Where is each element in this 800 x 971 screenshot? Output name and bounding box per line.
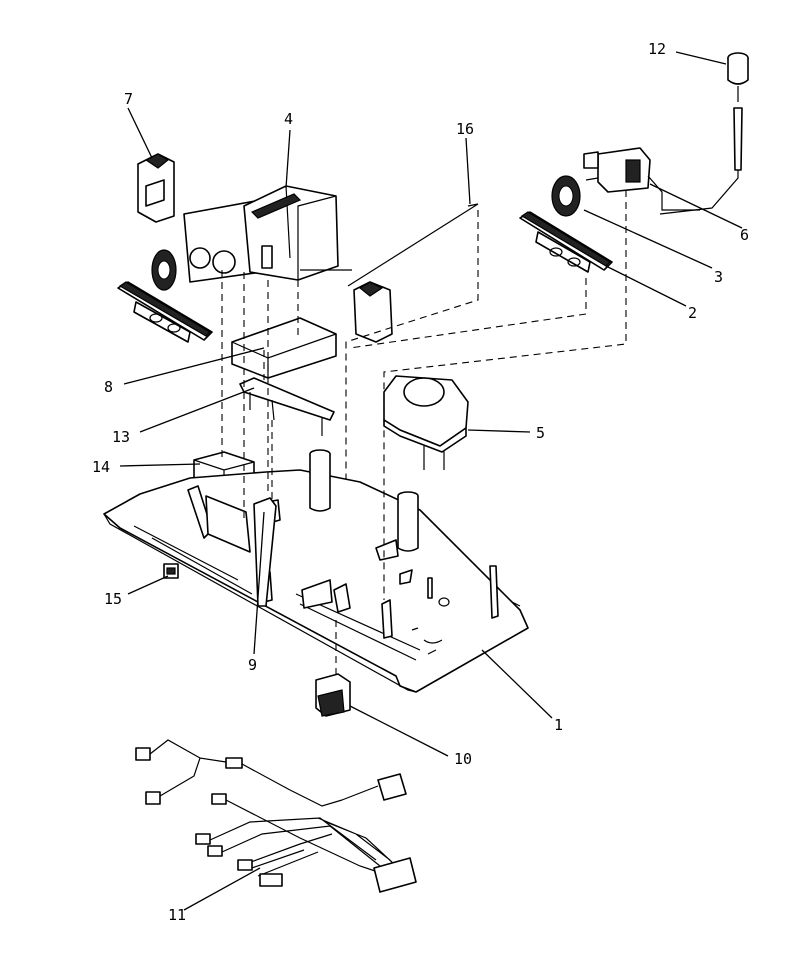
leader-14 [119,463,201,467]
leader-6 [649,183,743,229]
bracket-middle [353,281,393,343]
callout-7: 7 [124,90,133,108]
leader-4 [285,129,291,189]
callout-3: 3 [714,268,723,286]
callout-2: 2 [688,304,697,322]
rack-left [117,281,213,343]
leader-8 [123,347,265,385]
callout-1: 1 [554,716,563,734]
leader-5 [467,429,531,433]
part-6-thermostat [583,147,700,211]
leader-2 [605,265,687,307]
part-12-cap [659,52,749,215]
callout-10: 10 [454,750,472,768]
callout-9: 9 [248,656,257,674]
leader-7 [127,107,153,159]
part-13-cover [239,377,335,436]
callout-12: 12 [648,40,666,58]
part-5-damper [383,375,469,470]
leader-lines [119,51,743,911]
callout-4: 4 [284,110,293,128]
leader-16 [465,137,471,205]
callout-11: 11 [168,906,186,924]
part-2-rack [519,211,613,273]
callout-labels: 7 4 16 12 6 3 2 8 13 5 14 15 9 1 10 11 [92,40,749,924]
part-7-bracket [137,153,175,223]
leader-1 [481,649,553,719]
callout-13: 13 [112,428,130,446]
part-16-wire [345,203,479,552]
callout-14: 14 [92,458,110,476]
part-8-pad [231,317,337,379]
leader-15 [127,575,169,595]
part-1-base [103,449,529,693]
part-4-motor-assembly [183,185,352,283]
leader-9 [253,511,265,655]
callout-5: 5 [536,424,545,442]
part-11-harness [135,739,417,893]
callout-15: 15 [104,590,122,608]
leader-11 [183,867,261,911]
leader-12 [675,51,727,65]
part-15-clip [163,563,179,579]
gear-left [151,249,177,291]
callout-8: 8 [104,378,113,396]
leader-3 [583,209,713,269]
part-3-gear [551,175,581,217]
callout-16: 16 [456,120,474,138]
callout-6: 6 [740,226,749,244]
leader-13 [139,387,255,433]
assembly-lines [221,190,627,676]
leader-10 [349,705,449,757]
part-10-connector [315,673,351,717]
